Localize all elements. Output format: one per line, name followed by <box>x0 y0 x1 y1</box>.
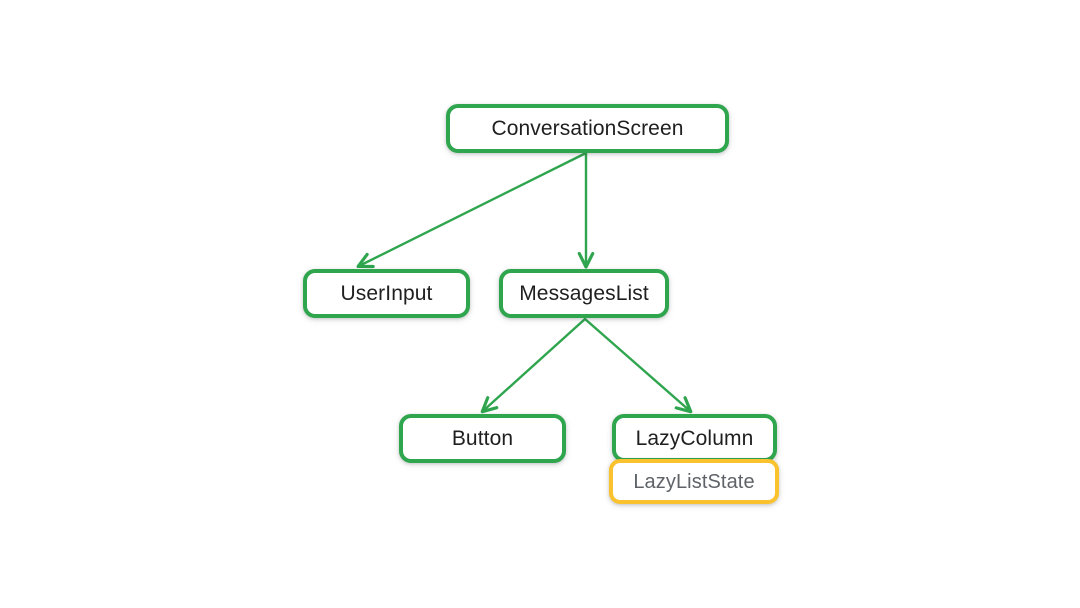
node-label: UserInput <box>340 282 433 305</box>
node-button[interactable]: Button <box>399 414 566 463</box>
edge-messageslist-lazycolumn <box>583 317 693 414</box>
edge-messageslist-button <box>480 317 587 414</box>
node-label: LazyColumn <box>635 426 754 450</box>
node-label: ConversationScreen <box>491 117 684 140</box>
edge-conversationscreen-userinput <box>356 151 588 269</box>
node-conversationscreen[interactable]: ConversationScreen <box>446 104 729 153</box>
node-label: LazyListState <box>633 470 755 493</box>
node-lazyliststate[interactable]: LazyListState <box>609 459 779 504</box>
node-messageslist[interactable]: MessagesList <box>499 269 669 318</box>
node-label: Button <box>451 427 514 450</box>
node-lazycolumn[interactable]: LazyColumn <box>612 414 777 462</box>
node-userinput[interactable]: UserInput <box>303 269 470 318</box>
node-label: MessagesList <box>519 282 649 305</box>
